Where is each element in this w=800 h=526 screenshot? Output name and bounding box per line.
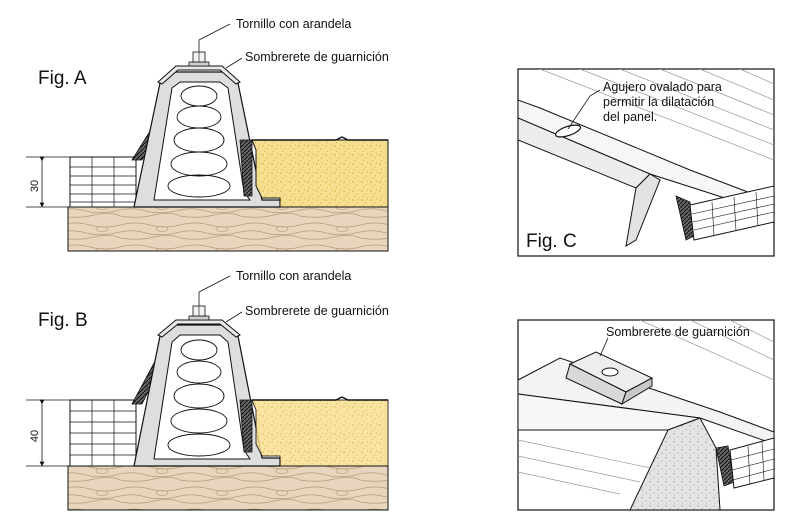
callout-cap-a: Sombrerete de guarnición	[245, 50, 389, 64]
screw-b	[188, 305, 210, 321]
gasket	[239, 139, 253, 197]
figure-d: Sombrerete de guarnición	[517, 319, 775, 511]
left-panel-end-b	[69, 399, 137, 467]
rib-cavity-b	[153, 334, 251, 460]
figure-a: Fig. A 30	[26, 17, 389, 252]
figure-c: Fig. C Agujero ovalado para permitir la …	[517, 68, 775, 257]
dimension-b-value: 40	[29, 430, 41, 442]
insulation-wool-b	[167, 339, 231, 457]
oval-hole	[554, 124, 582, 138]
figure-b-title: Fig. B	[38, 310, 88, 331]
insulation-wool	[167, 85, 231, 198]
screw	[188, 51, 210, 67]
callout-cap-d: Sombrerete de guarnición	[606, 325, 750, 339]
wood-substrate-b	[67, 465, 389, 511]
foam-panel-b	[251, 399, 389, 467]
rib-cavity	[153, 81, 251, 201]
dimension-a: 30	[26, 156, 70, 208]
callout-hole-line1: Agujero ovalado para	[603, 80, 722, 94]
dimension-a-value: 30	[29, 180, 41, 192]
left-panel-end	[69, 156, 137, 208]
gasket-b	[239, 399, 253, 453]
callout-hole-line3: del panel.	[603, 110, 657, 124]
callout-hole-line2: permitir la dilatación	[603, 95, 714, 109]
foam-section	[629, 417, 721, 510]
cap-hole	[601, 367, 619, 377]
callout-screw-a: Tornillo con arandela	[236, 17, 351, 31]
callout-cap-b: Sombrerete de guarnición	[245, 304, 389, 318]
dimension-b: 40	[26, 399, 70, 467]
foam-panel	[251, 139, 389, 208]
figure-c-title: Fig. C	[526, 231, 577, 252]
figure-b: Fig. B 40	[26, 269, 389, 511]
figure-a-title: Fig. A	[38, 68, 87, 89]
wood-substrate	[67, 206, 389, 252]
callout-screw-b: Tornillo con arandela	[236, 269, 351, 283]
